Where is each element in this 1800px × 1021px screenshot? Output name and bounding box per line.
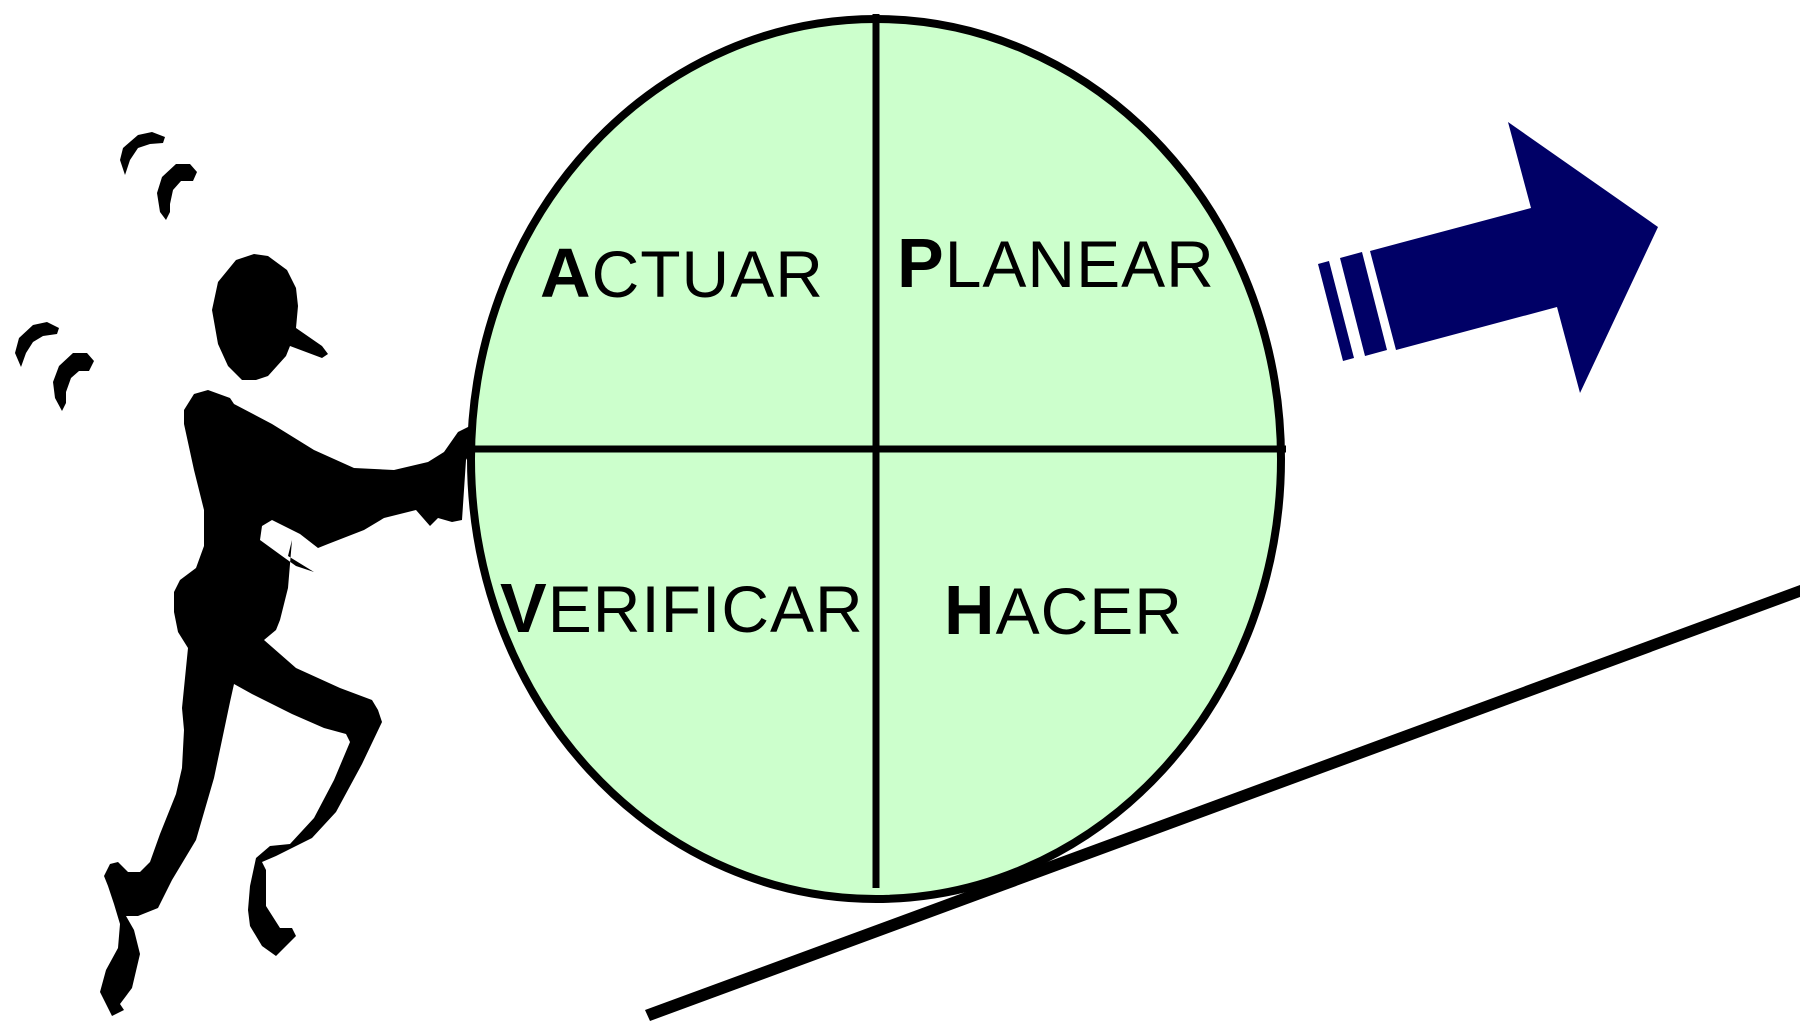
quadrant-label-hacer: HACER: [944, 571, 1183, 649]
pdca-wheel: [467, 14, 1286, 903]
sweat-drops-icon: [15, 132, 197, 411]
quadrant-label-planear: PLANEAR: [897, 224, 1215, 302]
slope-line: [645, 585, 1800, 1021]
quadrant-label-actuar: ACTUAR: [540, 234, 824, 312]
motion-stripe: [1318, 261, 1354, 361]
forward-arrow-icon: [1318, 122, 1658, 393]
motion-stripe: [1340, 252, 1387, 356]
person-pushing-icon: [100, 254, 472, 1016]
quadrant-label-verificar: VERIFICAR: [500, 569, 864, 647]
